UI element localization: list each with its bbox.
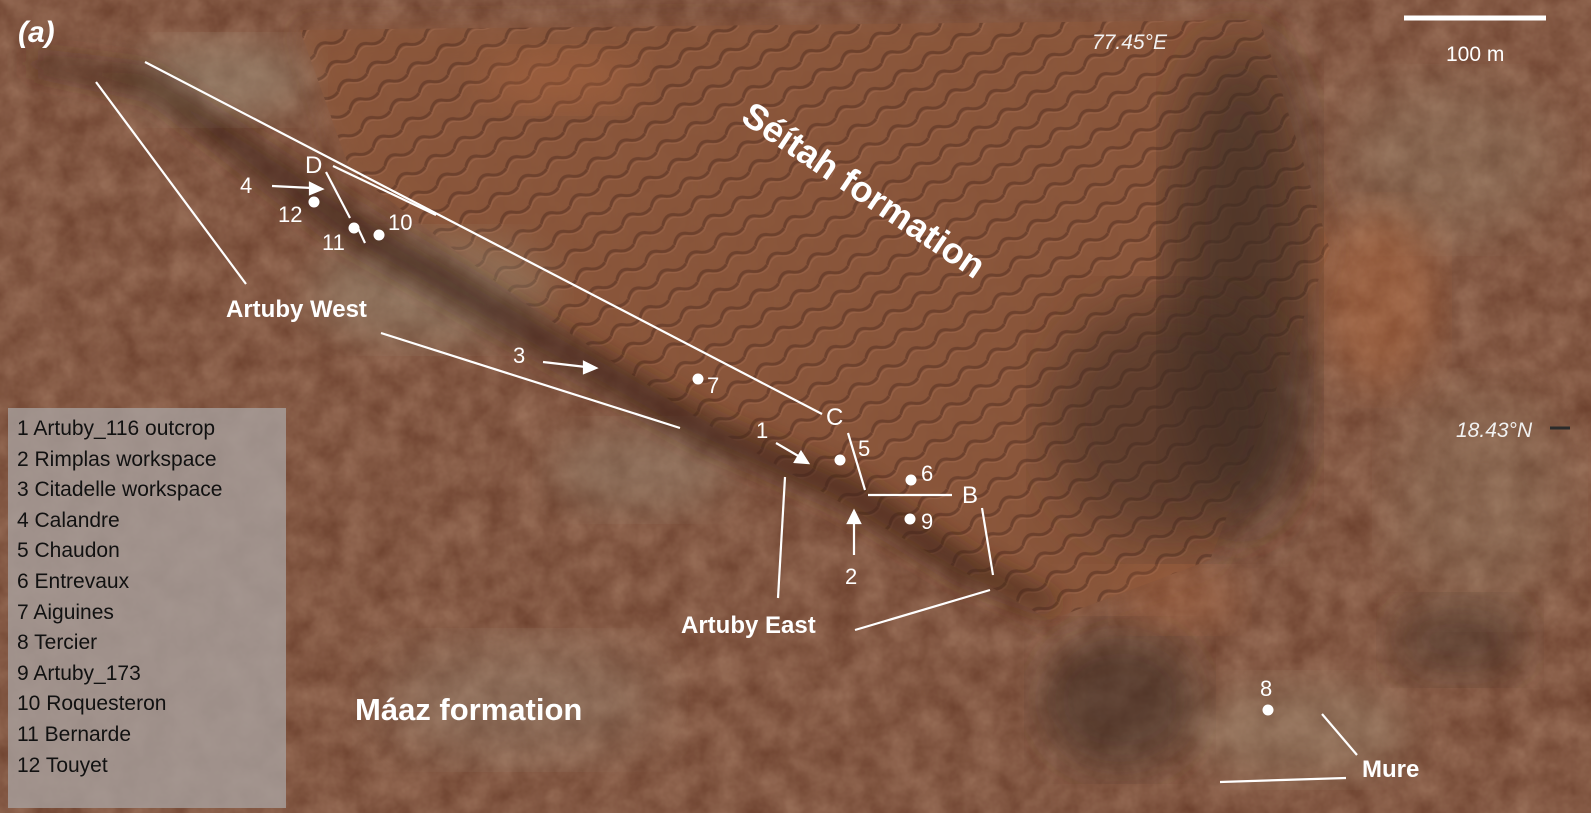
site-label-3: 3 [513,343,526,368]
legend-item: 10 Roquesteron [17,692,167,716]
site-point-7 [692,373,704,385]
maaz-formation-label: Máaz formation [355,692,583,727]
site-label-1: 1 [756,418,769,443]
legend-item: 5 Chaudon [17,539,120,563]
legend-item: 9 Artuby_173 [17,661,141,685]
bright-outcrops [130,40,1570,780]
site-label-9: 9 [921,509,934,534]
panel-label: (a) [18,16,55,49]
site-point-6 [905,474,917,486]
site-label-11: 11 [322,230,345,255]
site-point-12 [308,196,320,208]
site-label-4: 4 [240,173,253,198]
latitude-label: 18.43°N [1456,419,1533,442]
site-label-12: 12 [278,202,303,227]
label-b: B [962,482,979,509]
longitude-label: 77.45°E [1092,31,1167,54]
scale-bar-label: 100 m [1446,43,1505,66]
artuby-east-label: Artuby East [681,612,816,639]
artuby-west-label: Artuby West [226,296,367,323]
legend-item: 7 Aiguines [17,600,114,624]
site-points [308,196,1274,716]
site-point-9 [904,513,916,525]
site-point-8 [1262,704,1274,716]
site-point-10 [373,229,385,241]
site-label-8: 8 [1260,676,1273,701]
site-label-7: 7 [707,373,720,398]
label-d: D [305,152,323,179]
legend-item: 2 Rimplas workspace [17,447,217,471]
legend-item: 1 Artuby_116 outcrop [17,417,216,440]
mure-label: Mure [1362,756,1420,783]
site-label-10: 10 [388,210,413,235]
site-point-11 [348,222,360,234]
legend-item: 3 Citadelle workspace [17,478,223,502]
orange-highlights [480,50,1440,630]
legend-item: 6 Entrevaux [17,569,130,593]
annotation-lines [95,15,1570,784]
dark-sand-areas [1040,40,1530,770]
legend-item: 12 Touyet [17,753,108,777]
label-c: C [826,404,844,431]
site-legend: 1 Artuby_116 outcrop 2 Rimplas workspace… [8,408,286,808]
legend-item: 8 Tercier [17,631,98,655]
site-label-2: 2 [845,564,858,589]
site-label-5: 5 [858,436,871,461]
site-arrows [271,181,862,555]
site-point-5 [834,454,846,466]
site-label-6: 6 [921,461,934,486]
artuby-ridge [30,55,1060,612]
legend-item: 4 Calandre [17,508,120,532]
legend-item: 11 Bernarde [17,722,132,746]
